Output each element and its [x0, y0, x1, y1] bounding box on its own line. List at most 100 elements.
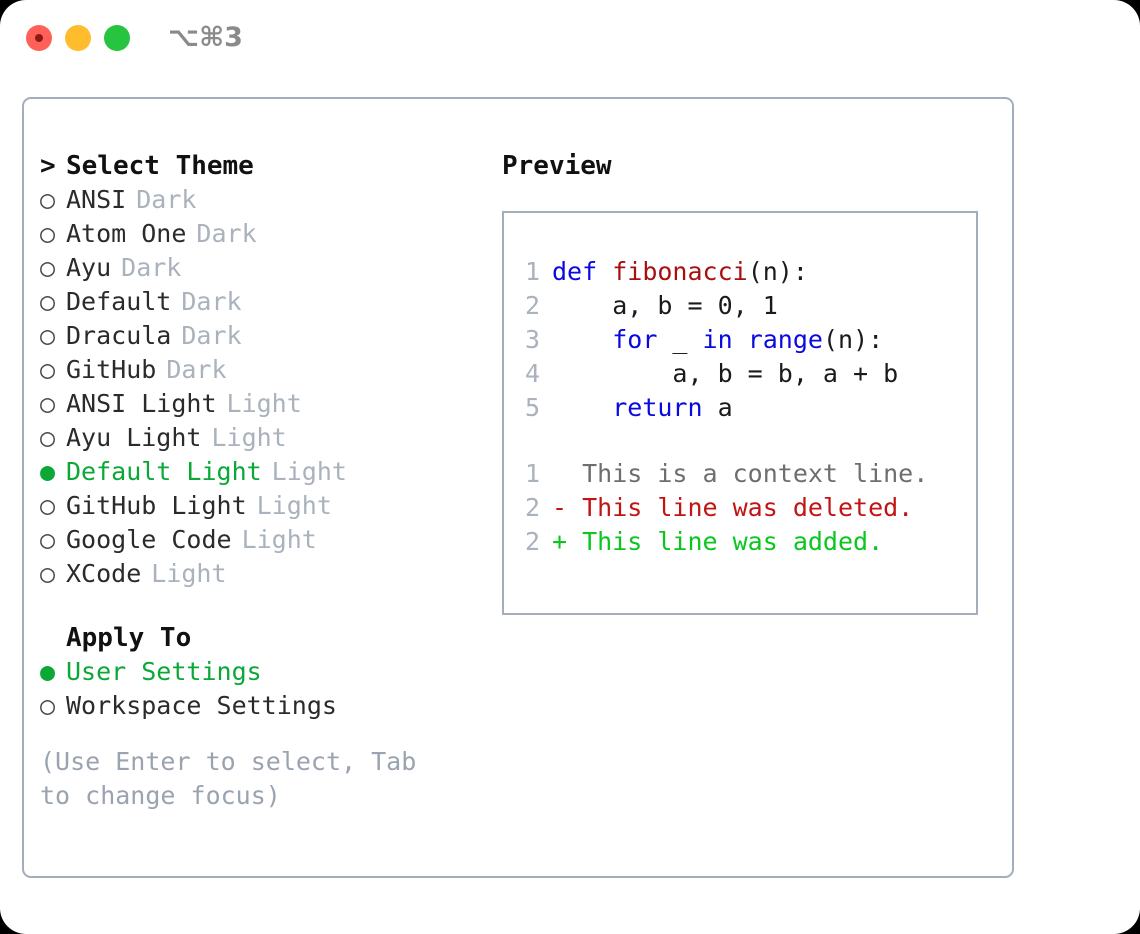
diff-text: + This line was added. — [552, 527, 884, 556]
radio-unselected-icon: ○ — [40, 691, 56, 720]
code-token — [552, 393, 612, 422]
theme-category: Dark — [166, 355, 227, 384]
radio-unselected-icon: ○ — [40, 219, 56, 248]
code-line: 5 return a — [518, 391, 976, 425]
theme-category: Dark — [121, 253, 182, 282]
minimize-window-button[interactable] — [65, 25, 91, 51]
theme-category: Light — [256, 491, 332, 520]
radio-selected-icon: ● — [40, 657, 56, 686]
code-token: for — [612, 325, 658, 354]
code-token: _ — [657, 325, 703, 354]
line-number: 2 — [524, 291, 540, 320]
diff-text: - This line was deleted. — [552, 493, 914, 522]
code-text: a, b = b, a + b — [552, 357, 898, 391]
code-token: (n): — [747, 257, 808, 286]
radio-unselected-icon: ○ — [40, 321, 56, 350]
code-line: 3 for _ in range(n): — [518, 323, 976, 357]
theme-list-item[interactable]: ○ ANSI Dark — [40, 183, 490, 217]
zoom-window-button[interactable] — [104, 25, 130, 51]
line-number: 4 — [524, 359, 540, 388]
theme-name: ANSI Light — [66, 389, 217, 418]
apply-to-name: User Settings — [66, 657, 262, 686]
theme-name: ANSI — [66, 185, 127, 214]
select-theme-title: Select Theme — [66, 151, 254, 181]
theme-name: GitHub — [66, 355, 157, 384]
code-text: for _ in range(n): — [552, 323, 883, 357]
code-token — [733, 325, 748, 354]
theme-name: Default — [66, 287, 172, 316]
radio-unselected-icon: ○ — [40, 355, 56, 384]
theme-category: Dark — [136, 185, 197, 214]
apply-to-item[interactable]: ○ Workspace Settings — [40, 689, 490, 723]
radio-unselected-icon: ○ — [40, 185, 56, 214]
apply-to-list: ● User Settings ○ Workspace Settings — [40, 655, 490, 723]
diff-text: This is a context line. — [552, 459, 929, 488]
apply-to-name: Workspace Settings — [66, 691, 337, 720]
theme-name: Ayu — [66, 253, 112, 282]
code-token — [552, 325, 612, 354]
line-number: 3 — [524, 325, 540, 354]
code-token: range — [747, 325, 823, 354]
theme-name: Default Light — [66, 457, 262, 486]
apply-to-item[interactable]: ● User Settings — [40, 655, 490, 689]
help-spacer — [40, 723, 490, 745]
theme-category: Dark — [181, 321, 242, 350]
radio-unselected-icon: ○ — [40, 423, 56, 452]
theme-list-item[interactable]: ○ Ayu Dark — [40, 251, 490, 285]
radio-unselected-icon: ○ — [40, 253, 56, 282]
theme-category: Light — [241, 525, 317, 554]
title-bar: ⌥⌘3 — [0, 0, 1140, 78]
theme-category: Dark — [196, 219, 257, 248]
caret-icon: > — [40, 151, 56, 181]
traffic-lights — [26, 25, 130, 51]
keyboard-shortcut-label: ⌥⌘3 — [168, 22, 243, 53]
code-text: a, b = 0, 1 — [552, 289, 778, 323]
theme-name: Atom One — [66, 219, 187, 248]
diff-line: 1 This is a context line. — [518, 457, 976, 491]
code-text: return a — [552, 391, 733, 425]
apply-to-header: >Apply To — [40, 621, 490, 655]
code-token: a, b = b, a + b — [552, 359, 899, 388]
theme-list-item[interactable]: ○ Atom One Dark — [40, 217, 490, 251]
code-token: a, b = 0, 1 — [552, 291, 778, 320]
diff-line: 2 + This line was added. — [518, 525, 976, 559]
section-spacer — [40, 591, 490, 621]
theme-list-item[interactable]: ● Default Light Light — [40, 455, 490, 489]
help-text: (Use Enter to select, Tab to change focu… — [40, 747, 432, 810]
theme-list-item[interactable]: ○ GitHub Dark — [40, 353, 490, 387]
theme-category: Dark — [181, 287, 242, 316]
radio-unselected-icon: ○ — [40, 287, 56, 316]
code-line: 2 a, b = 0, 1 — [518, 289, 976, 323]
diff-line: 2 - This line was deleted. — [518, 491, 976, 525]
radio-selected-icon: ● — [40, 457, 56, 486]
theme-list-item[interactable]: ○ Default Dark — [40, 285, 490, 319]
theme-category: Light — [226, 389, 302, 418]
preview-title: Preview — [502, 151, 612, 181]
theme-category: Light — [211, 423, 287, 452]
apply-to-title: Apply To — [66, 623, 192, 653]
close-window-button[interactable] — [26, 25, 52, 51]
code-token: a — [702, 393, 733, 422]
theme-name: Google Code — [66, 525, 232, 554]
line-number: 2 — [524, 527, 540, 556]
code-token: in — [702, 325, 733, 354]
select-theme-header: > Select Theme — [40, 149, 490, 183]
diff-sample: 1 This is a context line.2- This line wa… — [518, 457, 976, 559]
code-line: 4 a, b = b, a + b — [518, 357, 976, 391]
caret-placeholder-icon: > — [40, 621, 66, 655]
line-number: 5 — [524, 393, 540, 422]
theme-category: Light — [271, 457, 347, 486]
line-number: 2 — [524, 493, 540, 522]
line-number: 1 — [524, 459, 540, 488]
